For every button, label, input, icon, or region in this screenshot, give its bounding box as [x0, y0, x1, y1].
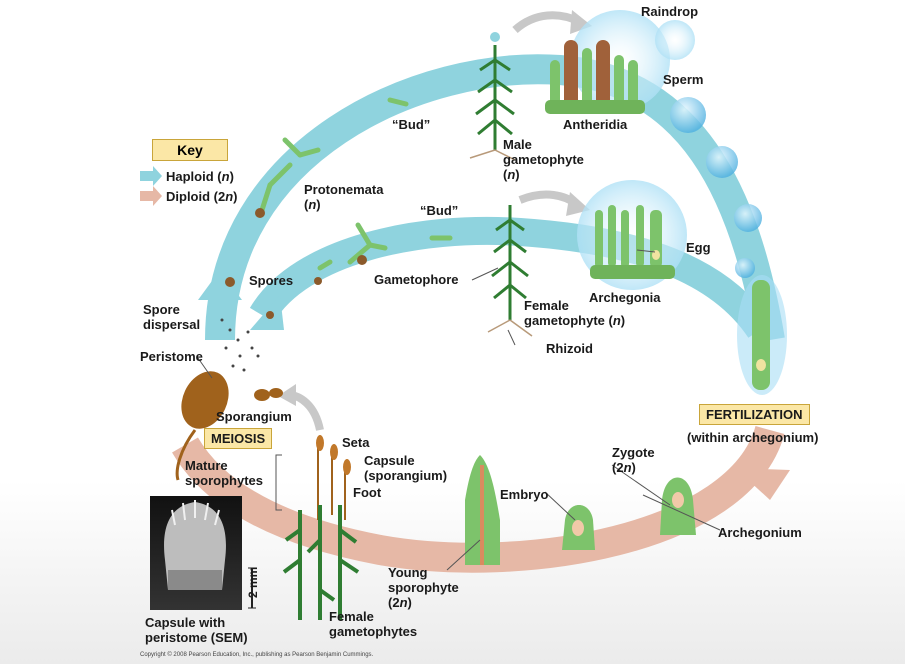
label-raindrop: Raindrop — [641, 4, 699, 19]
spores-icon — [225, 208, 367, 319]
label-zygote: Zygote (2n) — [612, 445, 655, 475]
label-spore-dispersal: Spore dispersal — [143, 302, 201, 332]
mature-sporophytes-icon — [282, 435, 360, 620]
label-antheridia: Antheridia — [563, 117, 628, 132]
label-capsule: Capsule (sporangium) — [364, 453, 448, 483]
antheridia-icon — [545, 40, 645, 114]
label-meiosis: MEIOSIS — [204, 428, 273, 449]
label-embryo: Embryo — [500, 487, 549, 502]
label-fertilization: FERTILIZATION — [699, 404, 810, 425]
haploid-key-arrow-icon — [140, 166, 162, 186]
label-egg: Egg — [686, 240, 711, 255]
label-archegonia: Archegonia — [589, 290, 661, 305]
copyright-notice: Copyright © 2008 Pearson Education, Inc.… — [140, 652, 374, 658]
diploid-arrow-head — [735, 468, 790, 500]
label-bud-top: “Bud” — [392, 117, 431, 132]
label-male-gametophyte: Male gametophyte (n) — [503, 137, 584, 182]
label-seta: Seta — [342, 435, 370, 450]
female-gametophyte-icon — [487, 205, 533, 337]
label-sporangium: Sporangium — [216, 409, 292, 424]
label-scale: 2 mm — [246, 566, 260, 598]
label-protonemata: Protonemata (n) — [304, 182, 384, 212]
peristome-capsule-icon — [175, 371, 229, 481]
label-peristome: Peristome — [140, 349, 203, 364]
label-rhizoid: Rhizoid — [546, 341, 593, 356]
key-title: Key — [152, 139, 228, 161]
sporangium-icon — [254, 388, 283, 401]
label-within-archegonium: (within archegonium) — [687, 430, 819, 445]
label-archegonium: Archegonium — [718, 525, 802, 540]
leader-lines — [197, 249, 721, 571]
label-female-gametophytes: Female gametophytes — [329, 609, 418, 639]
sperm-drop-1 — [655, 20, 695, 60]
sperm-drop-5 — [735, 258, 755, 278]
male-gametophyte-tip-icon — [490, 32, 500, 42]
grey-arrow-top — [512, 11, 582, 34]
grey-arrow-sporophyte-head — [278, 384, 296, 406]
zygote-icon — [660, 477, 696, 535]
protonemata-icon — [259, 97, 453, 271]
label-spores: Spores — [249, 273, 294, 288]
fertilization-archegonium-icon — [737, 275, 787, 395]
sperm-drop-3 — [706, 146, 738, 178]
young-sporophyte-icon — [465, 455, 500, 565]
key-diploid: Diploid (2n) — [166, 189, 238, 204]
label-female-gametophyte: Female gametophyte (n) — [524, 298, 626, 328]
haploid-outer-arrow-head — [198, 270, 242, 300]
embryo-icon — [562, 505, 595, 550]
label-sperm: Sperm — [663, 72, 704, 87]
label-young-sporophyte: Young sporophyte (2n) — [388, 565, 459, 610]
spore-dispersal-dots — [220, 318, 260, 372]
label-gametophore: Gametophore — [374, 272, 459, 287]
label-mature-sporophytes: Mature sporophytes — [185, 458, 264, 488]
label-bud-mid: “Bud” — [420, 203, 459, 218]
sperm-drop-4 — [734, 204, 762, 232]
sperm-drop-2 — [670, 97, 706, 133]
label-sem-caption: Capsule with peristome (SEM) — [145, 615, 248, 645]
male-gametophyte-icon — [469, 45, 516, 161]
sem-capsule-icon — [164, 500, 226, 590]
label-foot: Foot — [353, 485, 382, 500]
haploid-inner-arc — [249, 216, 772, 339]
archegonia-icon — [590, 205, 675, 279]
key-haploid: Haploid (n) — [166, 169, 234, 184]
diploid-key-arrow-icon — [140, 186, 162, 206]
